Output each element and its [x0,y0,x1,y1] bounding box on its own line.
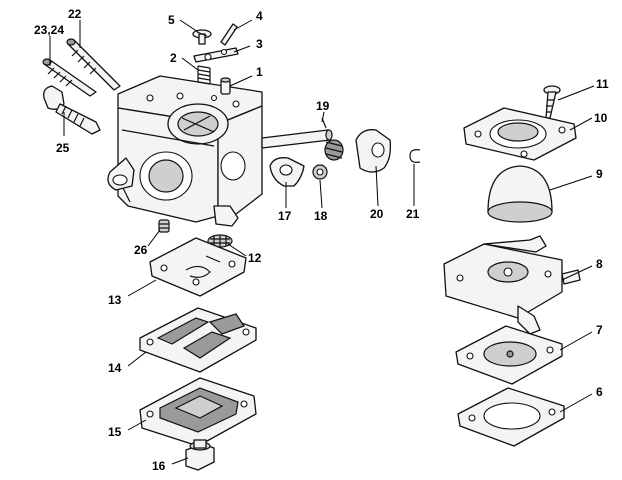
part-16-screw [185,439,215,471]
callout-8: 8 [596,257,603,271]
part-23-24-adjusting-screw [42,58,97,97]
callout-11: 11 [596,77,609,91]
callout-1: 1 [256,65,263,79]
callout-13: 13 [108,293,122,307]
part-17-lever [269,157,305,187]
part-14-diaphragm-gasket [139,307,257,373]
callout-25: 25 [56,141,70,155]
part-18-bushing [312,164,328,180]
part-21-clip [409,149,421,163]
callout-19: 19 [316,99,330,113]
callout-21: 21 [406,207,420,221]
callout-7: 7 [596,323,603,337]
callout-17: 17 [278,209,292,223]
callout-2: 2 [170,51,177,65]
part-15-cover [139,377,257,447]
callout-6: 6 [596,385,603,399]
callout-26: 26 [134,243,148,257]
callout-15: 15 [108,425,122,439]
leader-lines [49,19,595,465]
part-11-screw [543,85,561,119]
part-26-plug [158,219,170,233]
part-13-gasket [149,237,247,297]
part-22-adjusting-screw [66,38,121,91]
callout-5: 5 [168,13,175,27]
callout-16: 16 [152,459,166,473]
part-20-cam [355,129,392,173]
callout-12: 12 [248,251,262,265]
part-9-primer-bulb [487,165,553,223]
callout-14: 14 [108,361,122,375]
callout-10: 10 [594,111,608,125]
part-6-gasket [457,387,565,447]
callout-22: 22 [68,7,82,21]
callout-20: 20 [370,207,384,221]
callout-4: 4 [256,9,263,23]
part-3-lever [193,47,239,63]
callout-3: 3 [256,37,263,51]
part-2-spring [197,65,211,85]
callout-18: 18 [314,209,328,223]
part-10-flange [463,107,577,161]
part-4-pin [220,23,238,46]
part-8-pump-body [443,235,581,335]
carburetor-body [107,75,333,227]
callout-9: 9 [596,167,603,181]
part-1-needle [220,77,231,95]
part-7-diaphragm [455,325,563,385]
part-5-screw [192,29,212,45]
part-25-idle-screw [43,85,101,135]
callout-23-24: 23,24 [34,23,65,37]
